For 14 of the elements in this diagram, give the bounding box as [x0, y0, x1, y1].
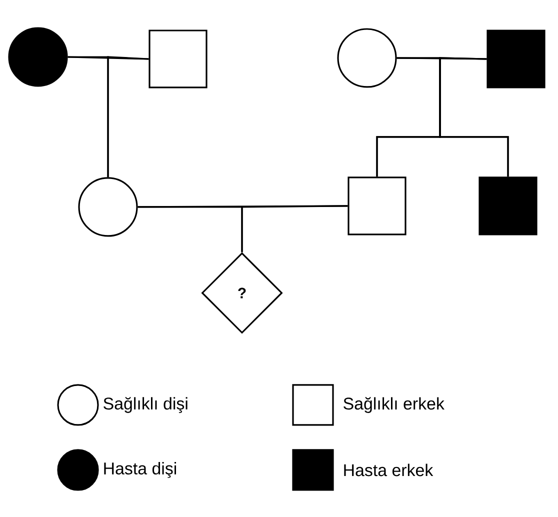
pedigree-circle — [337, 28, 397, 88]
pedigree-line — [439, 57, 509, 177]
legend-label: Sağlıklı dişi — [104, 396, 188, 414]
pedigree-square — [348, 176, 406, 236]
pedigree-square — [148, 30, 208, 88]
pedigree-circle — [8, 27, 68, 87]
pedigree-line — [107, 56, 149, 178]
legend-label: Sağlıklı erkek — [344, 396, 444, 413]
legend-label: Hasta erkek — [344, 464, 434, 476]
pedigree-square — [478, 176, 538, 236]
pedigree-line — [241, 205, 348, 252]
pedigree-square — [486, 30, 546, 88]
legend-label: Hasta dişi — [104, 462, 176, 478]
pedigree-circle — [78, 177, 138, 237]
